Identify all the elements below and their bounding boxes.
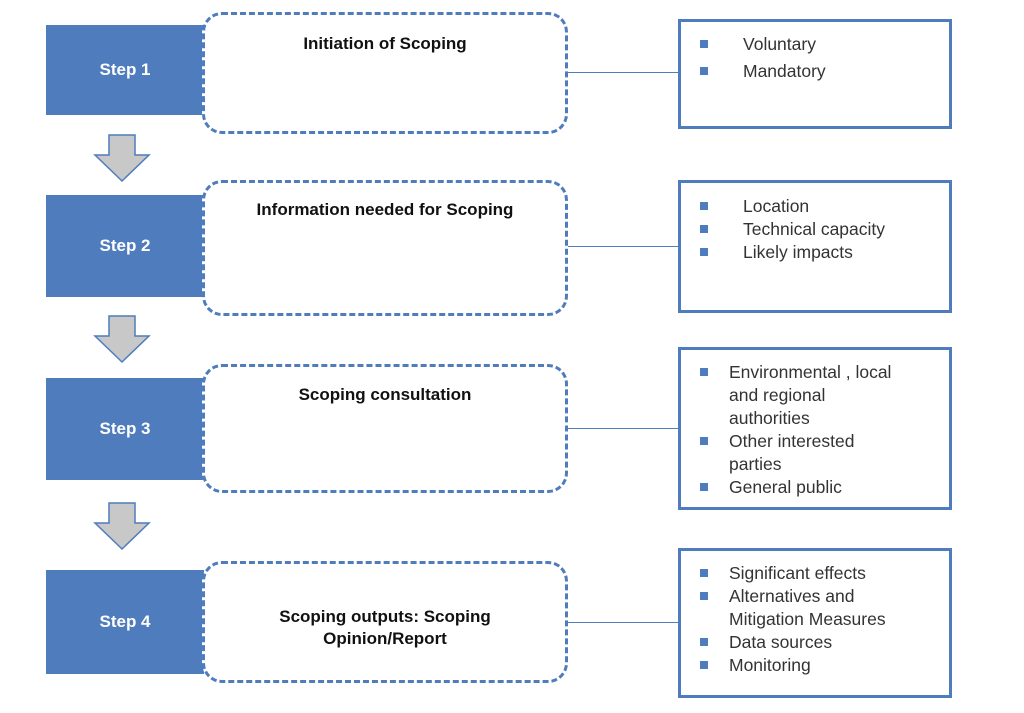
step-3-details-box: Environmental , local and regional autho… xyxy=(678,347,952,510)
step-3-label: Step 3 xyxy=(99,419,151,438)
step-3-stage-box: Scoping consultation xyxy=(202,364,568,493)
step-4-label: Step 4 xyxy=(99,612,151,631)
list-item: Voluntary xyxy=(697,33,826,56)
bullet-icon xyxy=(700,483,708,491)
list-item: Monitoring xyxy=(697,654,886,677)
bullet-icon xyxy=(700,40,708,48)
down-arrow-icon xyxy=(93,502,151,551)
step-3-connector xyxy=(568,428,680,429)
list-item: Location xyxy=(697,195,885,218)
step-2-details-box: Location Technical capacity Likely impac… xyxy=(678,180,952,313)
step-4-details-box: Significant effects Alternatives and Mit… xyxy=(678,548,952,698)
list-item: Likely impacts xyxy=(697,241,885,264)
bullet-icon xyxy=(700,661,708,669)
bullet-icon xyxy=(700,437,708,445)
step-1-title: Initiation of Scoping xyxy=(303,34,467,53)
step-2-stage-box: Information needed for Scoping xyxy=(202,180,568,316)
step-2-label: Step 2 xyxy=(99,236,151,255)
step-4-connector xyxy=(568,622,680,623)
list-item: Alternatives and Mitigation Measures xyxy=(697,585,886,631)
list-item: Environmental , local and regional autho… xyxy=(697,361,891,430)
list-item: Data sources xyxy=(697,631,886,654)
bullet-icon xyxy=(700,638,708,646)
step-2-box: Step 2 xyxy=(46,195,204,297)
step-3-box: Step 3 xyxy=(46,378,204,480)
down-arrow-icon xyxy=(93,315,151,364)
step-4-stage-box: Scoping outputs: Scoping Opinion/Report xyxy=(202,561,568,683)
step-1-box: Step 1 xyxy=(46,25,204,115)
step-1-label: Step 1 xyxy=(99,60,151,79)
bullet-icon xyxy=(700,248,708,256)
list-item: Other interested parties xyxy=(697,430,891,476)
bullet-icon xyxy=(700,225,708,233)
bullet-icon xyxy=(700,67,708,75)
step-2-connector xyxy=(568,246,680,247)
step-1-connector xyxy=(568,72,680,73)
bullet-icon xyxy=(700,368,708,376)
step-4-box: Step 4 xyxy=(46,570,204,674)
step-4-title-line-2: Opinion/Report xyxy=(323,629,447,648)
list-item: Technical capacity xyxy=(697,218,885,241)
bullet-icon xyxy=(700,569,708,577)
bullet-icon xyxy=(700,202,708,210)
list-item: Significant effects xyxy=(697,562,886,585)
down-arrow-icon xyxy=(93,134,151,183)
list-item: Mandatory xyxy=(697,60,826,83)
step-3-title: Scoping consultation xyxy=(298,385,472,404)
list-item: General public xyxy=(697,476,891,499)
step-1-stage-box: Initiation of Scoping xyxy=(202,12,568,134)
step-2-title: Information needed for Scoping xyxy=(256,200,514,219)
bullet-icon xyxy=(700,592,708,600)
step-4-title-line-1: Scoping outputs: Scoping xyxy=(279,607,491,626)
step-1-details-box: Voluntary Mandatory xyxy=(678,19,952,129)
